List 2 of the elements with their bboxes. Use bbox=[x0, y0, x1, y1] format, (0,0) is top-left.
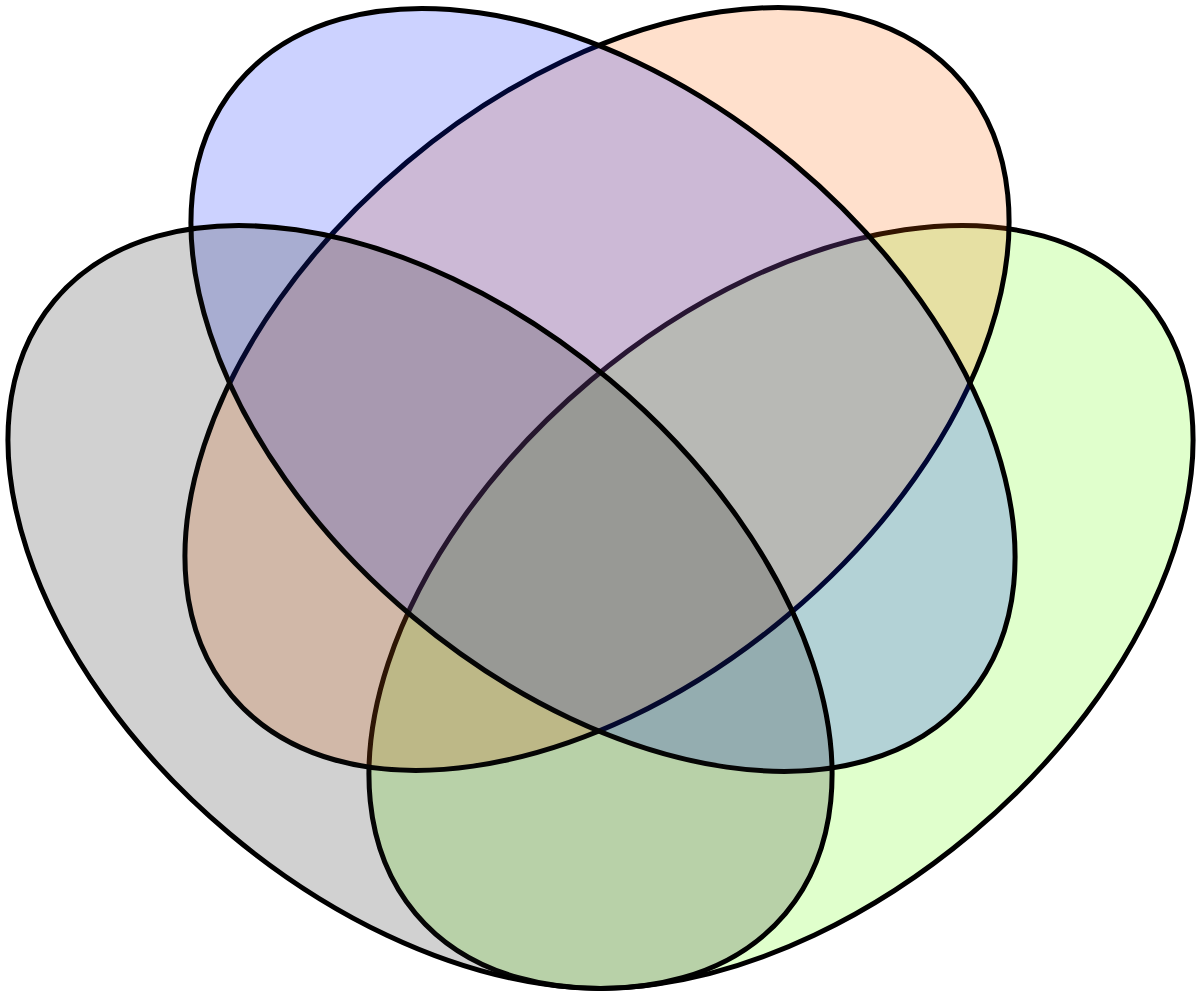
set-ellipse bbox=[366, 223, 1196, 991]
set-ellipse bbox=[5, 223, 835, 991]
